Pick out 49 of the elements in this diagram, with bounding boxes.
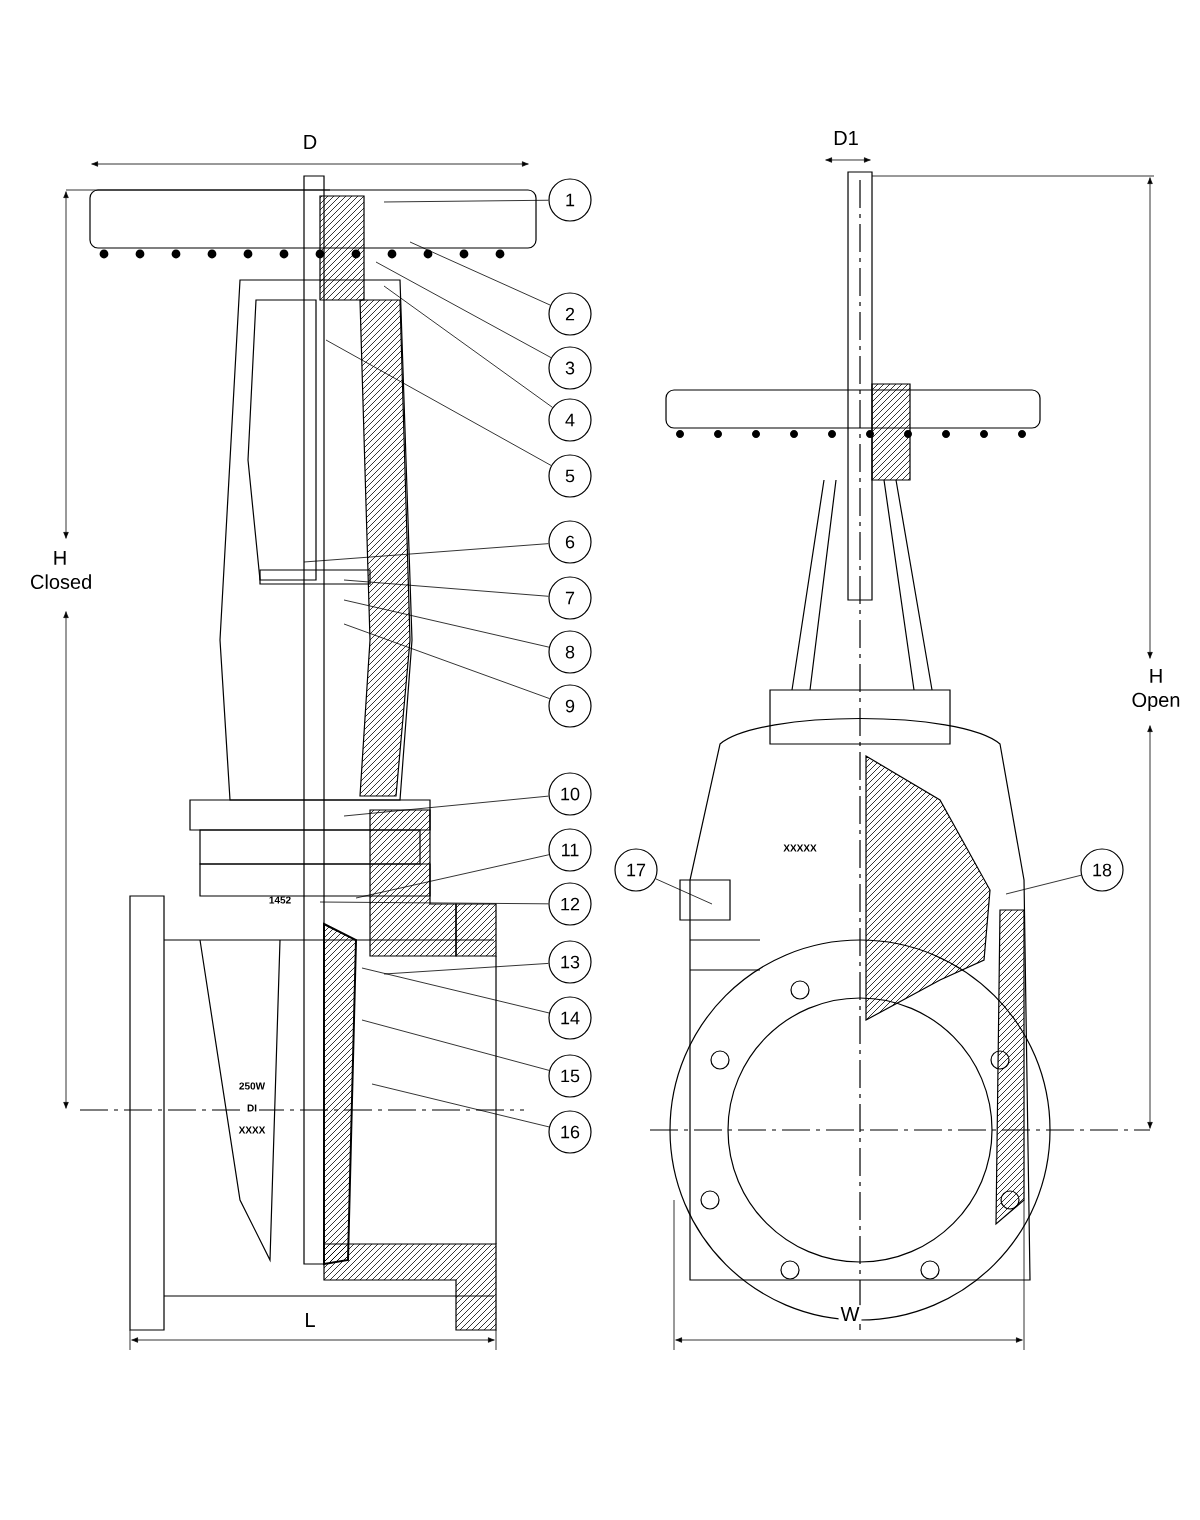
valve-section-drawing xyxy=(219,195,413,801)
leader-line xyxy=(325,339,552,466)
leader-line xyxy=(383,285,553,408)
leader-line xyxy=(303,543,549,563)
callout-number: 13 xyxy=(548,940,592,984)
valve-side-view-drawing xyxy=(665,171,1041,601)
leader-line xyxy=(343,599,550,648)
leader-line xyxy=(319,901,549,905)
leader-line xyxy=(655,878,713,905)
callout-number: 6 xyxy=(548,520,592,564)
leader-line xyxy=(343,623,551,700)
callout-number: 5 xyxy=(548,454,592,498)
valve-section-drawing xyxy=(89,189,537,259)
leader-line xyxy=(371,1083,550,1128)
leader-line xyxy=(375,261,552,359)
callout-number: 2 xyxy=(548,292,592,336)
callout-number: 11 xyxy=(548,828,592,872)
callout-number: 17 xyxy=(614,848,658,892)
valve-section-drawing xyxy=(323,955,497,1331)
leader-line xyxy=(361,1019,550,1071)
callout-number: 9 xyxy=(548,684,592,728)
dimension-label: H Closed xyxy=(31,551,91,589)
leader-line xyxy=(1005,874,1082,895)
callout-number: 7 xyxy=(548,576,592,620)
valve-section-drawing xyxy=(369,809,457,957)
dimension-label: H Open xyxy=(1132,669,1180,711)
callout-number: 15 xyxy=(548,1054,592,1098)
dimension-label: D1 xyxy=(834,131,858,145)
callout-number: 3 xyxy=(548,346,592,390)
valve-section-drawing xyxy=(129,299,495,1331)
callout-number: 1 xyxy=(548,178,592,222)
dimension-label: D xyxy=(304,135,317,149)
leader-line xyxy=(343,579,549,597)
leader-line xyxy=(383,199,549,203)
leader-line xyxy=(343,795,549,817)
leader-line xyxy=(383,963,549,975)
callout-number: 4 xyxy=(548,398,592,442)
callout-number: 12 xyxy=(548,882,592,926)
leader-line xyxy=(409,241,551,306)
callout-number: 8 xyxy=(548,630,592,674)
dimension-label: W xyxy=(838,1305,862,1323)
dimension-label: L xyxy=(306,1313,315,1327)
callout-number: 16 xyxy=(548,1110,592,1154)
leader-line xyxy=(361,967,550,1014)
callout-number: 14 xyxy=(548,996,592,1040)
leader-line xyxy=(355,854,550,899)
valve-side-view-drawing xyxy=(669,383,1051,1321)
valve-section-drawing xyxy=(455,903,497,957)
callout-number: 10 xyxy=(548,772,592,816)
